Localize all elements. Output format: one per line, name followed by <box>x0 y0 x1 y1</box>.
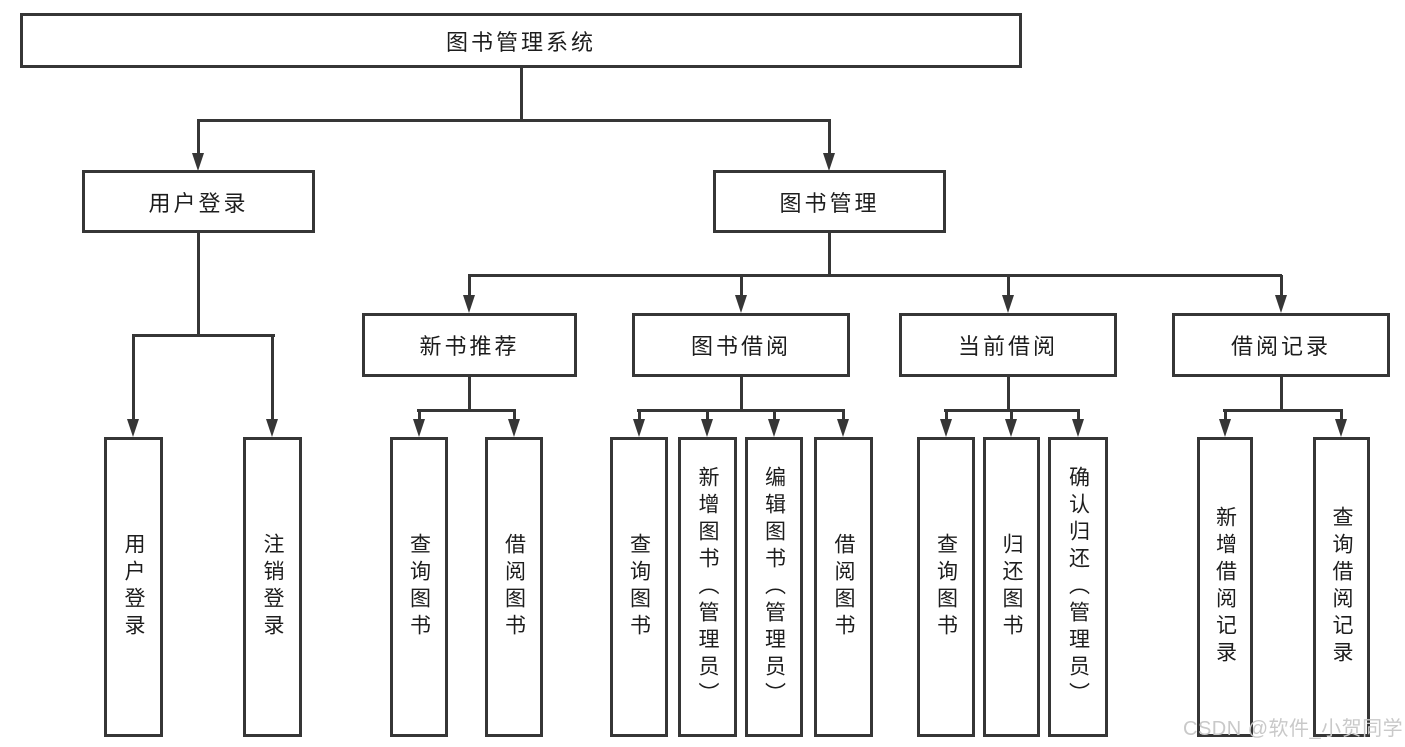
edge-line <box>706 410 709 422</box>
edge-line <box>468 377 471 412</box>
node-label: 查询图书 <box>934 533 958 641</box>
arrowhead-down-icon <box>823 153 835 171</box>
node-add-borrow-record: 新增借阅记录 <box>1197 437 1253 737</box>
edge-line <box>773 410 776 422</box>
node-label: 用户登录 <box>148 190 249 216</box>
node-current-borrowing: 当前借阅 <box>899 313 1117 377</box>
node-user-login: 用户登录 <box>82 170 315 233</box>
arrowhead-down-icon <box>940 419 952 437</box>
node-label: 图书管理 <box>779 190 880 216</box>
node-query-books-1: 查询图书 <box>390 437 448 737</box>
arrowhead-down-icon <box>735 295 747 313</box>
edge-line <box>132 335 135 422</box>
arrowhead-down-icon <box>837 419 849 437</box>
node-library-system: 图书管理系统 <box>20 13 1022 68</box>
edge-line <box>637 409 845 412</box>
edge-line <box>1280 377 1283 412</box>
edge-line <box>468 275 471 298</box>
arrowhead-down-icon <box>1335 419 1347 437</box>
edge-line <box>638 410 641 422</box>
edge-line <box>513 410 516 422</box>
arrowhead-down-icon <box>1002 295 1014 313</box>
edge-line <box>417 409 516 412</box>
edge-line <box>828 120 831 155</box>
arrowhead-down-icon <box>1005 419 1017 437</box>
edge-line <box>740 377 743 412</box>
node-query-books-2: 查询图书 <box>610 437 668 737</box>
node-add-book-admin: 新增图书（管理员） <box>678 437 737 737</box>
edge-line <box>1340 410 1343 422</box>
node-label: 当前借阅 <box>957 334 1058 359</box>
csdn-watermark: CSDN @软件_小贺同学 <box>1183 718 1404 740</box>
edge-line <box>1007 377 1010 412</box>
edge-line <box>197 119 831 122</box>
node-borrowing-records: 借阅记录 <box>1172 313 1390 377</box>
arrowhead-down-icon <box>768 419 780 437</box>
node-label: 注销登录 <box>261 533 285 641</box>
arrowhead-down-icon <box>1275 295 1287 313</box>
edge-line <box>418 410 421 422</box>
node-label: 归还图书 <box>1000 533 1024 641</box>
arrowhead-down-icon <box>1219 419 1231 437</box>
edge-line <box>740 275 743 298</box>
edge-line <box>828 233 831 277</box>
node-confirm-return-admin: 确认归还（管理员） <box>1048 437 1108 737</box>
node-label: 查询图书 <box>627 533 651 641</box>
node-query-borrow-record: 查询借阅记录 <box>1313 437 1370 737</box>
node-label: 新书推荐 <box>419 334 520 359</box>
node-book-management: 图书管理 <box>713 170 946 233</box>
arrowhead-down-icon <box>266 419 278 437</box>
arrowhead-down-icon <box>192 153 204 171</box>
edge-line <box>197 120 200 155</box>
edge-line <box>1007 275 1010 298</box>
node-label: 用户登录 <box>122 533 146 641</box>
edge-line <box>842 410 845 422</box>
arrowhead-down-icon <box>127 419 139 437</box>
node-borrow-books-2: 借阅图书 <box>814 437 873 737</box>
edge-line <box>520 68 523 121</box>
arrowhead-down-icon <box>1072 419 1084 437</box>
edge-line <box>1010 410 1013 422</box>
arrowhead-down-icon <box>633 419 645 437</box>
node-book-borrowing: 图书借阅 <box>632 313 850 377</box>
edge-line <box>271 335 274 422</box>
arrowhead-down-icon <box>413 419 425 437</box>
node-label: 查询图书 <box>407 533 431 641</box>
edge-line <box>1224 410 1227 422</box>
node-label: 新增图书（管理员） <box>696 465 720 709</box>
node-user-login-leaf: 用户登录 <box>104 437 163 737</box>
node-label: 借阅记录 <box>1230 334 1331 359</box>
arrowhead-down-icon <box>701 419 713 437</box>
node-edit-book-admin: 编辑图书（管理员） <box>745 437 803 737</box>
node-logout: 注销登录 <box>243 437 302 737</box>
edge-line <box>1223 409 1343 412</box>
arrowhead-down-icon <box>463 295 475 313</box>
node-label: 借阅图书 <box>502 533 526 641</box>
edge-line <box>1280 275 1283 298</box>
node-label: 查询借阅记录 <box>1330 506 1354 668</box>
node-label: 新增借阅记录 <box>1213 506 1237 668</box>
node-label: 图书借阅 <box>690 334 791 359</box>
edge-line <box>132 334 275 337</box>
edge-line <box>197 233 200 337</box>
node-query-books-3: 查询图书 <box>917 437 975 737</box>
node-return-books: 归还图书 <box>983 437 1040 737</box>
node-label: 借阅图书 <box>832 533 856 641</box>
arrowhead-down-icon <box>508 419 520 437</box>
node-label: 编辑图书（管理员） <box>762 465 786 709</box>
edge-line <box>945 410 948 422</box>
node-borrow-books-1: 借阅图书 <box>485 437 543 737</box>
node-new-book-recommend: 新书推荐 <box>362 313 577 377</box>
edge-line <box>468 274 1282 277</box>
node-label: 图书管理系统 <box>445 29 596 55</box>
edge-line <box>1077 410 1080 422</box>
node-label: 确认归还（管理员） <box>1066 465 1090 709</box>
